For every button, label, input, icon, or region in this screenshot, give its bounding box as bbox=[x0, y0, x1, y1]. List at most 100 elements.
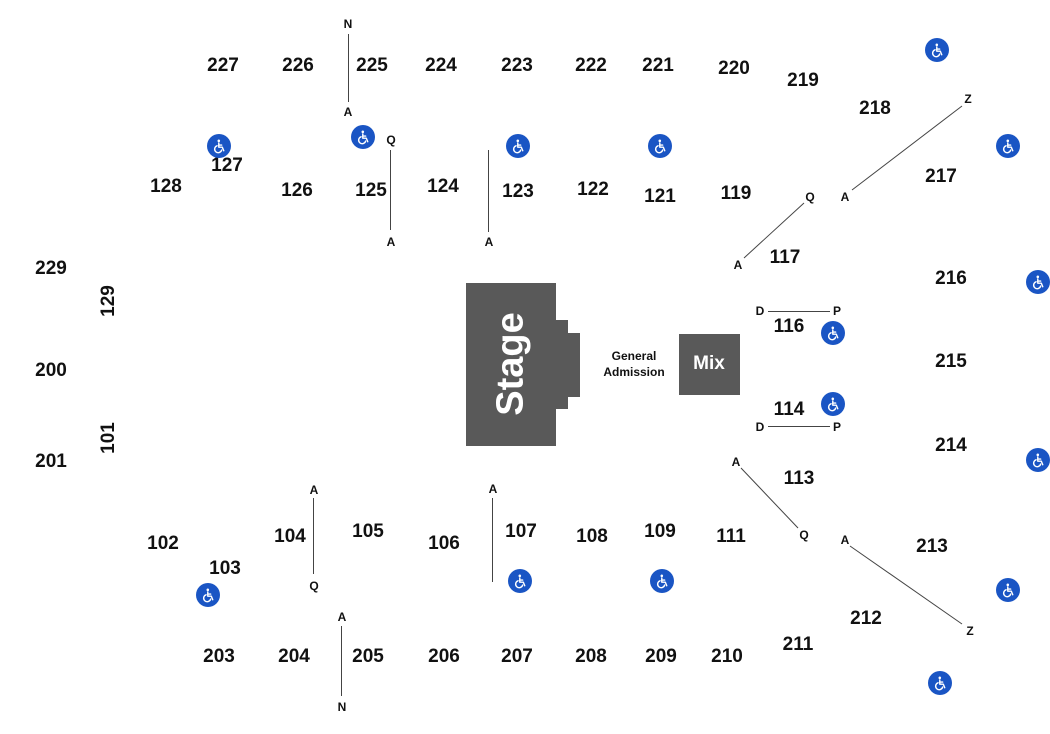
section-219[interactable]: 219 bbox=[787, 70, 819, 91]
row-label: P bbox=[832, 304, 842, 318]
row-label: P bbox=[832, 420, 842, 434]
section-212[interactable]: 212 bbox=[850, 608, 882, 629]
mix-label: Mix bbox=[693, 353, 725, 374]
row-label: Q bbox=[805, 190, 815, 204]
section-211[interactable]: 211 bbox=[782, 634, 814, 655]
section-225[interactable]: 225 bbox=[356, 55, 388, 76]
stage-label: Stage bbox=[489, 312, 532, 416]
section-103[interactable]: 103 bbox=[209, 558, 241, 579]
general-admission-line1: General bbox=[611, 349, 657, 363]
section-216[interactable]: 216 bbox=[935, 268, 967, 289]
section-209[interactable]: 209 bbox=[645, 646, 677, 667]
row-label: Q bbox=[386, 133, 396, 147]
section-125[interactable]: 125 bbox=[355, 180, 387, 201]
section-200[interactable]: 200 bbox=[35, 360, 67, 381]
section-126[interactable]: 126 bbox=[281, 180, 313, 201]
stage-shape bbox=[466, 283, 580, 446]
section-203[interactable]: 203 bbox=[203, 646, 235, 667]
section-111[interactable]: 111 bbox=[716, 526, 746, 547]
section-104[interactable]: 104 bbox=[274, 526, 306, 547]
wheelchair-icon bbox=[1026, 270, 1050, 294]
section-224[interactable]: 224 bbox=[425, 55, 457, 76]
wheelchair-icon bbox=[925, 38, 949, 62]
row-line-107 bbox=[492, 498, 493, 582]
section-226[interactable]: 226 bbox=[282, 55, 314, 76]
section-106[interactable]: 106 bbox=[428, 533, 460, 554]
wheelchair-icon bbox=[1026, 448, 1050, 472]
row-label: A bbox=[309, 483, 319, 497]
row-line-104 bbox=[313, 498, 314, 574]
section-208[interactable]: 208 bbox=[575, 646, 607, 667]
section-116[interactable]: 116 bbox=[773, 316, 805, 337]
section-105[interactable]: 105 bbox=[352, 521, 384, 542]
section-204[interactable]: 204 bbox=[278, 646, 310, 667]
wheelchair-icon bbox=[207, 134, 231, 158]
section-210[interactable]: 210 bbox=[711, 646, 743, 667]
section-220[interactable]: 220 bbox=[718, 58, 750, 79]
section-221[interactable]: 221 bbox=[642, 55, 674, 76]
section-117[interactable]: 117 bbox=[769, 247, 801, 268]
section-121[interactable]: 121 bbox=[644, 186, 676, 207]
row-line-125 bbox=[390, 150, 391, 230]
section-223[interactable]: 223 bbox=[501, 55, 533, 76]
section-102[interactable]: 102 bbox=[147, 533, 179, 554]
row-label: A bbox=[840, 533, 850, 547]
row-label: D bbox=[755, 304, 765, 318]
row-line-205 bbox=[341, 626, 342, 696]
section-107[interactable]: 107 bbox=[505, 521, 537, 542]
section-114[interactable]: 114 bbox=[773, 399, 805, 420]
wheelchair-icon bbox=[648, 134, 672, 158]
mix-booth bbox=[679, 334, 740, 395]
wheelchair-icon bbox=[821, 392, 845, 416]
row-label: A bbox=[733, 258, 743, 272]
wheelchair-icon bbox=[196, 583, 220, 607]
section-206[interactable]: 206 bbox=[428, 646, 460, 667]
section-109[interactable]: 109 bbox=[644, 521, 676, 542]
section-222[interactable]: 222 bbox=[575, 55, 607, 76]
row-label: Z bbox=[964, 92, 972, 106]
row-line-123 bbox=[488, 150, 489, 232]
section-101[interactable]: 101 bbox=[98, 422, 119, 454]
section-205[interactable]: 205 bbox=[352, 646, 384, 667]
row-label: A bbox=[484, 235, 494, 249]
row-label: N bbox=[343, 17, 353, 31]
row-label: Q bbox=[799, 528, 809, 542]
row-line-113 bbox=[740, 467, 799, 529]
row-label: A bbox=[731, 455, 741, 469]
row-line-114 bbox=[768, 426, 830, 427]
section-215[interactable]: 215 bbox=[935, 351, 967, 372]
row-label: Q bbox=[309, 579, 319, 593]
section-122[interactable]: 122 bbox=[577, 179, 609, 200]
section-119[interactable]: 119 bbox=[720, 183, 752, 204]
row-label: A bbox=[343, 105, 353, 119]
row-label: A bbox=[488, 482, 498, 496]
section-217[interactable]: 217 bbox=[925, 166, 957, 187]
row-label: A bbox=[840, 190, 850, 204]
section-207[interactable]: 207 bbox=[501, 646, 533, 667]
wheelchair-icon bbox=[928, 671, 952, 695]
row-label: A bbox=[386, 235, 396, 249]
section-113[interactable]: 113 bbox=[783, 468, 815, 489]
general-admission-label[interactable]: General Admission bbox=[603, 348, 664, 380]
section-227[interactable]: 227 bbox=[207, 55, 239, 76]
section-229[interactable]: 229 bbox=[35, 258, 67, 279]
section-201[interactable]: 201 bbox=[35, 451, 67, 472]
section-218[interactable]: 218 bbox=[859, 98, 891, 119]
section-108[interactable]: 108 bbox=[576, 526, 608, 547]
section-128[interactable]: 128 bbox=[150, 176, 182, 197]
wheelchair-icon bbox=[996, 578, 1020, 602]
row-line-117 bbox=[743, 202, 805, 259]
general-admission-line2: Admission bbox=[603, 365, 665, 379]
section-213[interactable]: 213 bbox=[916, 536, 948, 557]
section-124[interactable]: 124 bbox=[427, 176, 459, 197]
wheelchair-icon bbox=[650, 569, 674, 593]
row-line-217 bbox=[851, 105, 963, 191]
row-line-213 bbox=[849, 545, 963, 625]
section-214[interactable]: 214 bbox=[935, 435, 967, 456]
wheelchair-icon bbox=[351, 125, 375, 149]
section-123[interactable]: 123 bbox=[502, 181, 534, 202]
section-129[interactable]: 129 bbox=[98, 285, 119, 317]
section-127[interactable]: 127 bbox=[211, 155, 243, 176]
row-label: A bbox=[337, 610, 347, 624]
